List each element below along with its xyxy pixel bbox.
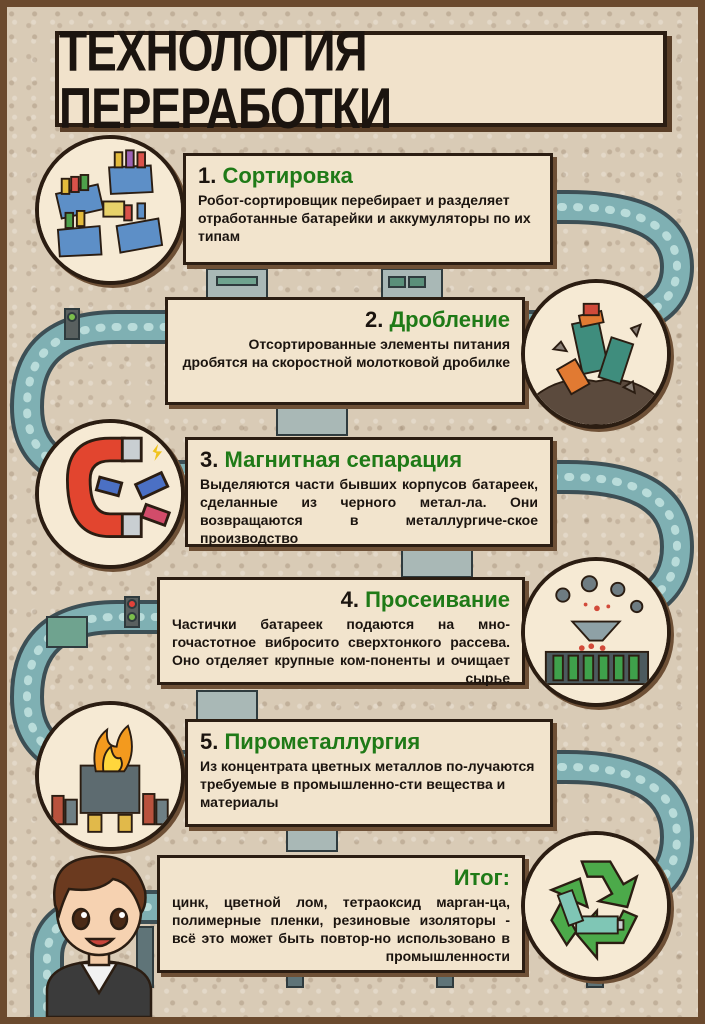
recycle-batteries-icon [525,835,667,977]
step-2-description: Отсортированные элементы питания дробятс… [182,336,510,371]
step-3-number: 3. [200,447,219,472]
step-5-description: Из концентрата цветных металлов по-лучаю… [200,758,535,810]
summary-description: цинк, цветной лом, тетраоксид марган-ца,… [172,894,510,964]
step-4-number: 4. [340,587,359,612]
step-4-description: Частички батареек подаются на мно-гочаст… [172,616,510,686]
summary-title: Итог: [453,865,510,890]
step-3-illustration [35,419,185,569]
step-5-heading: 5. Пирометаллургия [200,729,538,754]
boy-mascot-icon [45,854,153,1017]
step-1-number: 1. [198,163,217,188]
crushed-batteries-icon [525,283,667,425]
step-2-illustration [521,279,671,429]
summary-illustration [521,831,671,981]
step-1-description: Робот-сортировщик перебирает и разделяет… [198,192,531,244]
step-5-panel: 5. Пирометаллургия Из концентрата цветны… [185,719,553,827]
summary-heading: Итог: [172,865,510,890]
step-3-panel: 3. Магнитная сепарация Выделяются части … [185,437,553,547]
sorting-bins-icon [39,139,181,281]
step-4-illustration [521,557,671,707]
step-5-name: Пирометаллургия [224,729,421,754]
step-4-panel: 4. Просеивание Частички батареек подаютс… [157,577,525,686]
magnet-icon [39,423,181,565]
sieve-icon [525,561,667,703]
step-2-number: 2. [364,307,384,332]
step-5-number: 5. [200,729,219,754]
step-1-illustration [35,135,185,285]
step-4-name: Просеивание [365,587,510,612]
step-1-name: Сортировка [222,163,353,188]
title-banner: ТЕХНОЛОГИЯ ПЕРЕРАБОТКИ [55,22,667,137]
page-title: ТЕХНОЛОГИЯ ПЕРЕРАБОТКИ [59,17,392,141]
step-3-heading: 3. Магнитная сепарация [200,447,538,472]
step-1-panel: 1. Сортировка Робот-сортировщик перебира… [183,153,553,265]
step-2-heading: 2. Дробление [180,307,510,332]
step-5-illustration [35,701,185,851]
step-3-name: Магнитная сепарация [224,447,463,472]
step-2-panel: 2. Дробление Отсортированные элементы пи… [165,297,525,405]
furnace-icon [39,705,181,847]
step-3-description: Выделяются части бывших корпусов батарее… [200,476,538,546]
step-4-heading: 4. Просеивание [172,587,510,612]
summary-panel: Итог: цинк, цветной лом, тетраоксид марг… [157,855,525,973]
step-2-name: Дробление [389,307,510,332]
step-1-heading: 1. Сортировка [198,163,538,188]
